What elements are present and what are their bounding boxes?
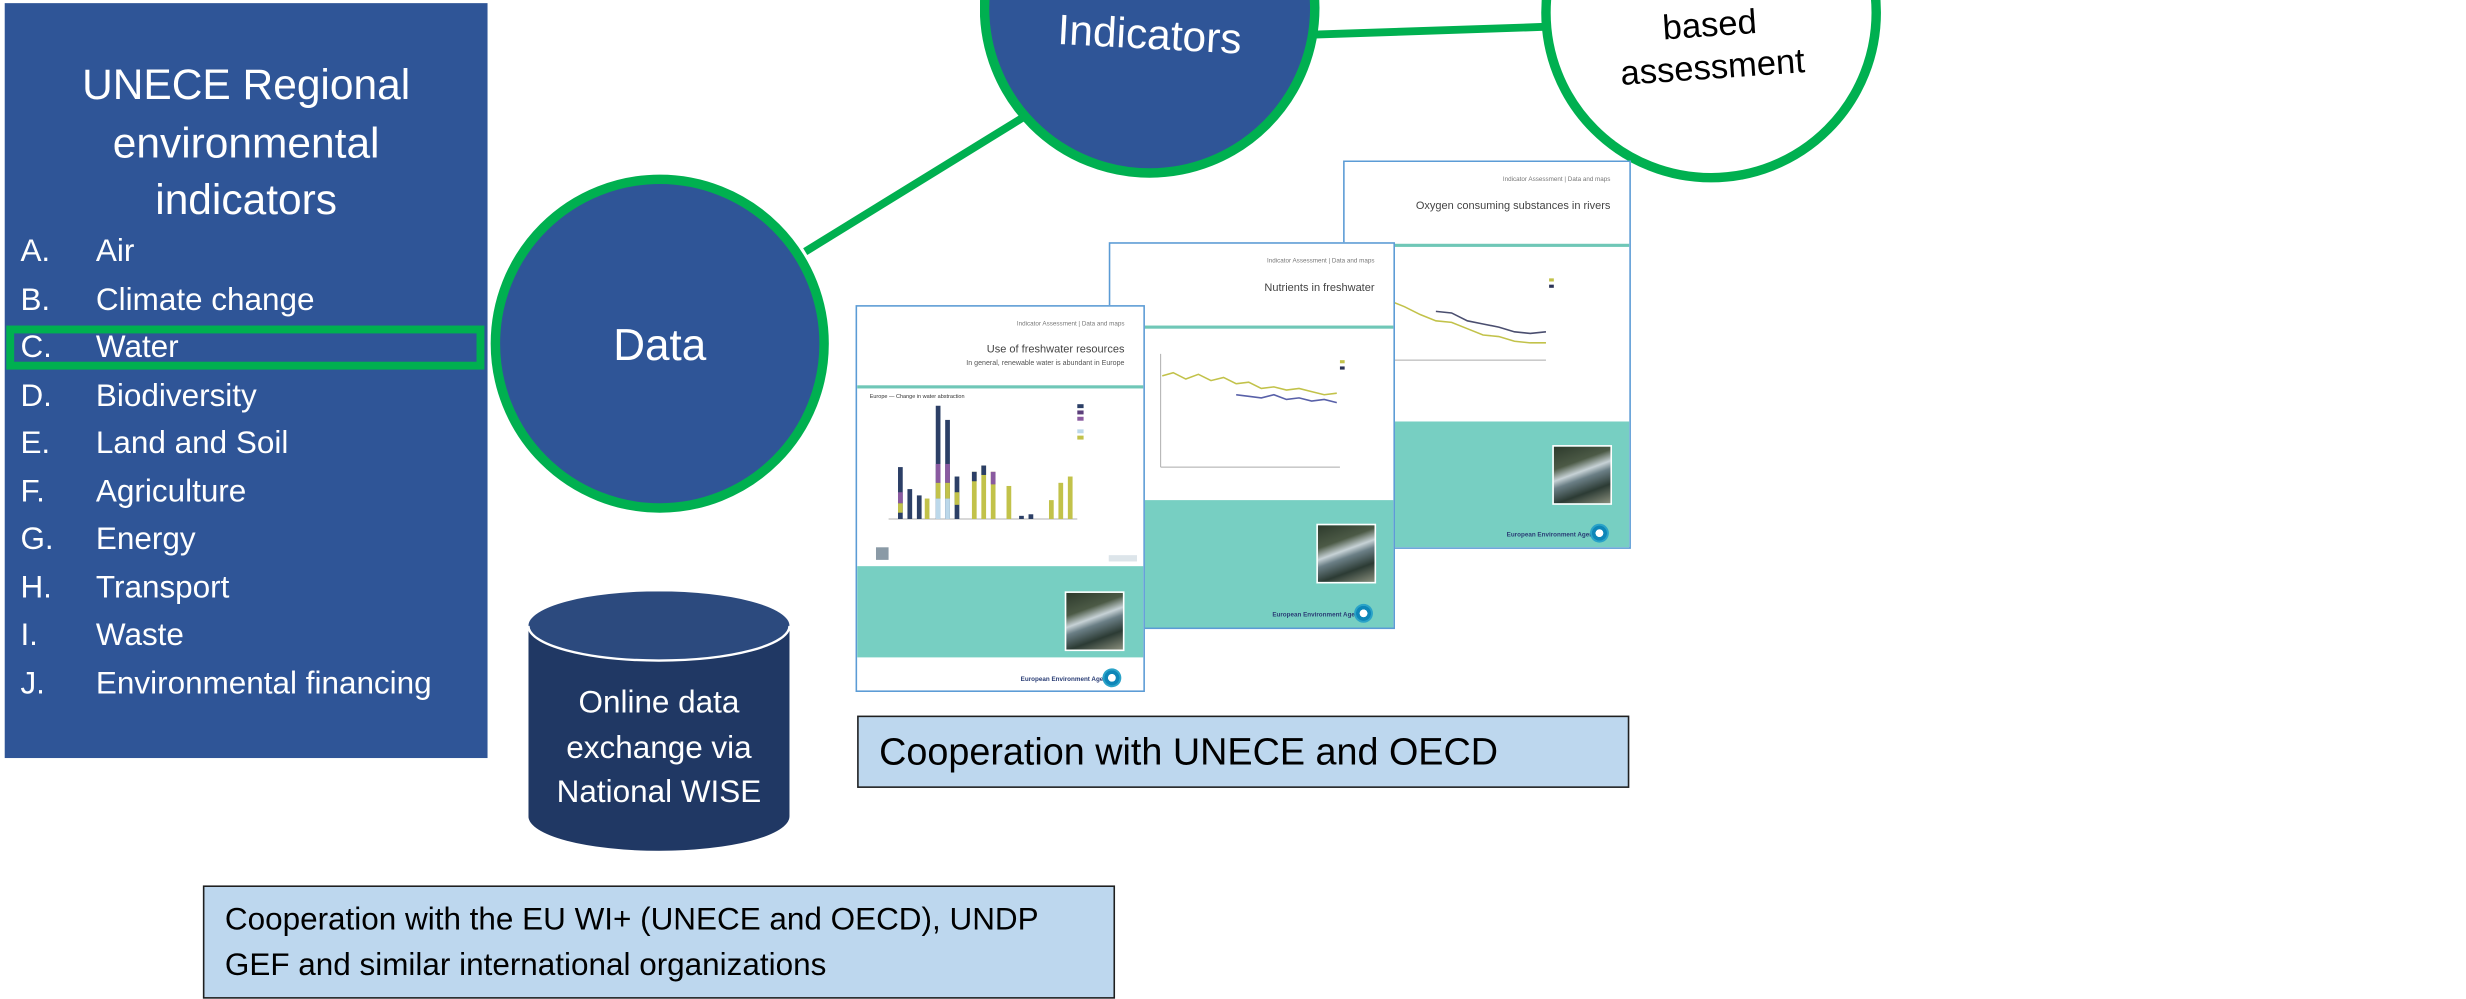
river-photo [1064,591,1125,652]
cooperation-eu-wi-line-1: Cooperation with the EU WI+ (UNECE and O… [224,902,1039,938]
indicator-letter: J. [20,666,45,701]
indicator-name: Agriculture [95,474,247,509]
indicator-letter: H. [20,570,52,605]
indicator-letter: A. [20,234,51,269]
doc-title: Use of freshwater resources [986,344,1125,356]
river-photo [1552,445,1613,505]
doc-title: Nutrients in freshwater [1264,283,1375,295]
cooperation-eu-wi-line-2: GEF and similar international organizati… [224,947,827,983]
doc-subtitle: In general, renewable water is abundant … [966,358,1125,367]
indicator-name: Air [95,234,135,269]
doc-header: Indicator Assessment | Data and maps [1502,174,1611,183]
doc-bar-chart [875,404,1138,562]
indicators-node-label: Indicators [1056,6,1243,63]
water-highlight-frame [6,325,485,370]
doc-divider [1110,325,1394,329]
indicator-name: Energy [95,522,196,557]
cooperation-unece-oecd-text: Cooperation with UNECE and OECD [879,731,1499,774]
eea-logo-icon [1354,603,1373,623]
indicator-name: Land and Soil [95,426,289,461]
indicator-letter: B. [20,282,51,317]
database-line-1: Online data [578,685,740,721]
indicator-name: Waste [95,618,184,653]
database-label: Online data exchange via National WISE [528,681,789,815]
cooperation-eu-wi-text: Cooperation with the EU WI+ (UNECE and O… [225,898,1106,988]
panel-title: UNECE Regional environmental indicators [5,57,488,229]
panel-title-line-1: UNECE Regional [82,61,411,109]
database-line-3: National WISE [556,775,762,810]
indicator-list-panel: UNECE Regional environmental indicators … [4,3,488,759]
doc-title: Oxygen consuming substances in rivers [1415,201,1611,213]
eea-logo-icon [1589,523,1609,543]
indicators-to-assessment-line [1314,22,1548,39]
indicator-letter: D. [20,378,52,413]
doc-header: Indicator Assessment | Data and maps [1266,256,1375,265]
indicator-name: Climate change [95,282,315,317]
panel-title-line-2: environmental [112,118,380,166]
database-line-2: exchange via [566,730,752,766]
doc-footer: European Environment Agency [1506,529,1601,538]
panel-title-line-3: indicators [155,176,338,224]
indicator-letter: E. [20,426,51,461]
doc-divider [1344,243,1630,247]
doc-footer: European Environment Agency [1020,674,1115,683]
cooperation-unece-oecd-box: Cooperation with UNECE and OECD [857,715,1630,788]
data-to-indicators-line [803,114,1025,255]
river-photo [1316,523,1377,584]
bar-group-1 [898,467,930,519]
document-freshwater-resources: Indicator Assessment | Data and maps Use… [855,305,1145,692]
doc-line-chart [1388,278,1554,361]
eea-logo-icon [1102,668,1122,688]
doc-divider [857,385,1144,389]
cooperation-eu-wi-box: Cooperation with the EU WI+ (UNECE and O… [202,885,1116,999]
chart-legend [1077,404,1084,440]
data-node-label: Data [613,320,707,370]
doc-line-chart [1160,353,1345,468]
indicator-letter: G. [20,522,54,557]
doc-header: Indicator Assessment | Data and maps [1016,319,1125,328]
indicator-letter: I. [20,618,38,653]
indicator-name: Biodiversity [95,378,257,413]
indicator-letter: C. [20,330,52,365]
doc-chart-title: Europe — Change in water abstraction [869,393,965,400]
indicator-letter: F. [20,474,45,509]
bar-group-3 [971,465,1073,519]
document-nutrients-freshwater: Indicator Assessment | Data and maps Nut… [1108,242,1395,630]
data-node: Data [490,174,829,513]
bar-group-2 [935,405,960,519]
database-cylinder: Online data exchange via National WISE [528,591,790,851]
doc-footer: European Environment Agency [1272,610,1366,619]
indicator-name: Water [95,330,179,365]
indicator-name: Environmental financing [95,666,432,701]
indicator-name: Transport [95,570,230,605]
assessment-node-label: based assessment [1548,0,1874,99]
database-icon [528,591,790,851]
